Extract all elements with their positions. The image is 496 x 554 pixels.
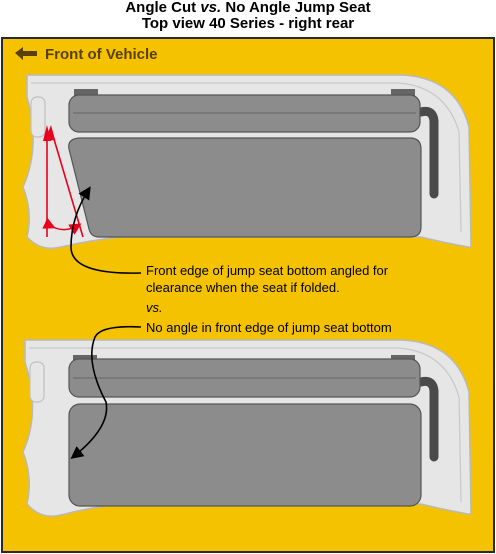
bottom-grab-handle — [416, 376, 439, 462]
front-of-vehicle-label: Front of Vehicle — [45, 46, 158, 63]
annotation-block: Front edge of jump seat bottom angled fo… — [146, 263, 392, 335]
top-panel-inner-line — [31, 82, 462, 233]
callout-arrow-angled — [70, 186, 142, 274]
top-grab-handle — [416, 106, 439, 199]
top-panel-window — [30, 96, 46, 138]
bottom-panel-inner-line — [29, 347, 462, 503]
top-seat-bottom-angled — [68, 137, 422, 238]
bottom-panel-window — [29, 361, 45, 403]
front-of-vehicle-indicator: Front of Vehicle — [15, 46, 158, 63]
callout-arrow-straight — [70, 325, 142, 459]
bottom-seat-bottom-straight — [68, 403, 422, 507]
title-line-2: Top view 40 Series - right rear — [141, 15, 355, 32]
angle-cut-arrow-icon — [45, 125, 55, 141]
annotation-line-2: clearance when the seat if folded. — [146, 280, 340, 295]
annotation-line-1: Front edge of jump seat bottom angled fo… — [146, 263, 389, 278]
angle-arc — [42, 217, 82, 235]
annotation-vs: vs. — [146, 300, 163, 315]
title-line-1: Angle Cut vs. No Angle Jump Seat — [125, 0, 371, 16]
diagram-title: Angle Cut vs. No Angle Jump Seat Top vie… — [0, 0, 496, 32]
diagram-panel: Front of Vehicle Front edg — [1, 37, 495, 553]
bottom-vehicle-view — [22, 339, 472, 517]
annotation-line-3: No angle in front edge of jump seat bott… — [146, 320, 392, 335]
top-vehicle-view — [22, 74, 472, 249]
left-arrow-icon — [15, 47, 37, 60]
